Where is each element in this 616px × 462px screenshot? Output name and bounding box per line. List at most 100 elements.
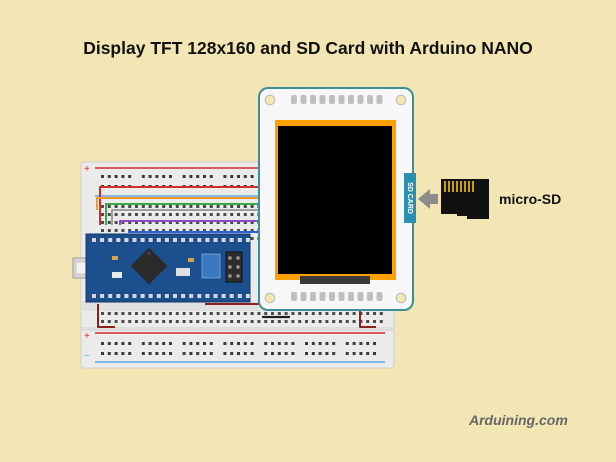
terminal-hole <box>250 312 254 315</box>
terminal-hole <box>121 205 125 208</box>
terminal-hole <box>291 312 295 315</box>
terminal-hole <box>237 221 240 224</box>
terminal-hole <box>101 320 104 323</box>
rail-hole <box>141 352 145 355</box>
rail-hole <box>352 342 356 345</box>
rail-hole <box>101 342 104 345</box>
rail-hole <box>196 175 200 178</box>
rail-hole <box>277 342 281 345</box>
rail-hole <box>107 342 111 345</box>
nano-pin <box>92 294 96 298</box>
nano-pin <box>197 238 202 242</box>
terminal-hole <box>216 312 220 315</box>
terminal-hole <box>345 320 349 323</box>
terminal-hole <box>148 229 152 232</box>
rail-hole <box>121 342 125 345</box>
nano-pin <box>164 238 169 242</box>
rail-hole <box>305 342 308 345</box>
rail-hole <box>237 175 240 178</box>
nano-pin <box>245 294 250 298</box>
top-plus-sign: + <box>84 164 90 175</box>
rail-hole <box>373 342 376 345</box>
terminal-hole <box>345 312 349 315</box>
rail-hole <box>121 175 125 178</box>
rail-hole <box>352 352 356 355</box>
terminal-hole <box>175 213 179 216</box>
terminal-hole <box>141 221 145 224</box>
terminal-hole <box>114 205 118 208</box>
nano-pin <box>92 238 96 242</box>
rail-hole <box>203 352 206 355</box>
rail-hole <box>264 352 268 355</box>
tft-bottom-pad <box>348 292 354 301</box>
terminal-hole <box>264 312 268 315</box>
nano-pin <box>116 294 121 298</box>
tft-pads <box>291 95 383 301</box>
diagram-title: Display TFT 128x160 and SD Card with Ard… <box>83 38 533 58</box>
rail-hole <box>121 352 125 355</box>
nano-pin <box>229 294 234 298</box>
nano-pin <box>156 294 161 298</box>
terminal-hole <box>379 312 383 315</box>
terminal-hole <box>101 205 104 208</box>
rail-hole <box>223 175 227 178</box>
nano-pin <box>100 294 105 298</box>
terminal-hole <box>162 312 166 315</box>
tft-bottom-pad <box>300 292 307 301</box>
terminal-hole <box>162 320 166 323</box>
terminal-hole <box>209 221 213 224</box>
terminal-hole <box>216 213 220 216</box>
rail-hole <box>209 342 213 345</box>
rail-hole <box>155 352 159 355</box>
rail-hole <box>271 342 274 345</box>
terminal-hole <box>216 229 220 232</box>
terminal-hole <box>373 320 376 323</box>
rail-hole <box>250 352 254 355</box>
terminal-hole <box>135 320 138 323</box>
tft-bottom-pad <box>357 292 364 301</box>
rail-hole <box>128 342 132 345</box>
terminal-hole <box>189 320 193 323</box>
terminal-hole <box>148 205 152 208</box>
nano-pin <box>237 238 242 242</box>
terminal-hole <box>230 229 234 232</box>
rail-hole <box>359 352 363 355</box>
terminal-hole <box>325 312 329 315</box>
tft-bottom-pad <box>329 292 335 301</box>
terminal-hole <box>366 320 370 323</box>
rail-hole <box>107 352 111 355</box>
rail-hole <box>271 352 274 355</box>
terminal-hole <box>250 221 254 224</box>
tft-top-pad <box>291 95 297 104</box>
rail-hole <box>182 342 186 345</box>
rail-hole <box>148 342 152 345</box>
terminal-hole <box>209 312 213 315</box>
nano-pin <box>221 238 226 242</box>
rail-hole <box>169 175 172 178</box>
terminal-hole <box>277 312 281 315</box>
terminal-hole <box>196 320 200 323</box>
terminal-hole <box>250 205 254 208</box>
terminal-hole <box>121 229 125 232</box>
atmega-chip <box>130 247 168 285</box>
terminal-hole <box>237 205 240 208</box>
terminal-hole <box>141 229 145 232</box>
terminal-hole <box>121 312 125 315</box>
rail-hole <box>101 175 104 178</box>
rail-hole <box>196 342 200 345</box>
nano-pin <box>156 238 161 242</box>
rail-hole <box>155 175 159 178</box>
nano-pin <box>205 294 210 298</box>
wire-red <box>99 186 260 225</box>
rail-hole <box>373 352 376 355</box>
rail-hole <box>345 342 349 345</box>
rail-hole <box>182 352 186 355</box>
terminal-hole <box>203 213 206 216</box>
terminal-hole <box>107 205 111 208</box>
terminal-hole <box>257 312 261 315</box>
rail-hole <box>284 352 288 355</box>
terminal-hole <box>162 221 166 224</box>
rail-hole <box>243 175 247 178</box>
tft-bottom-pad <box>338 292 345 301</box>
nano-pin <box>221 294 226 298</box>
